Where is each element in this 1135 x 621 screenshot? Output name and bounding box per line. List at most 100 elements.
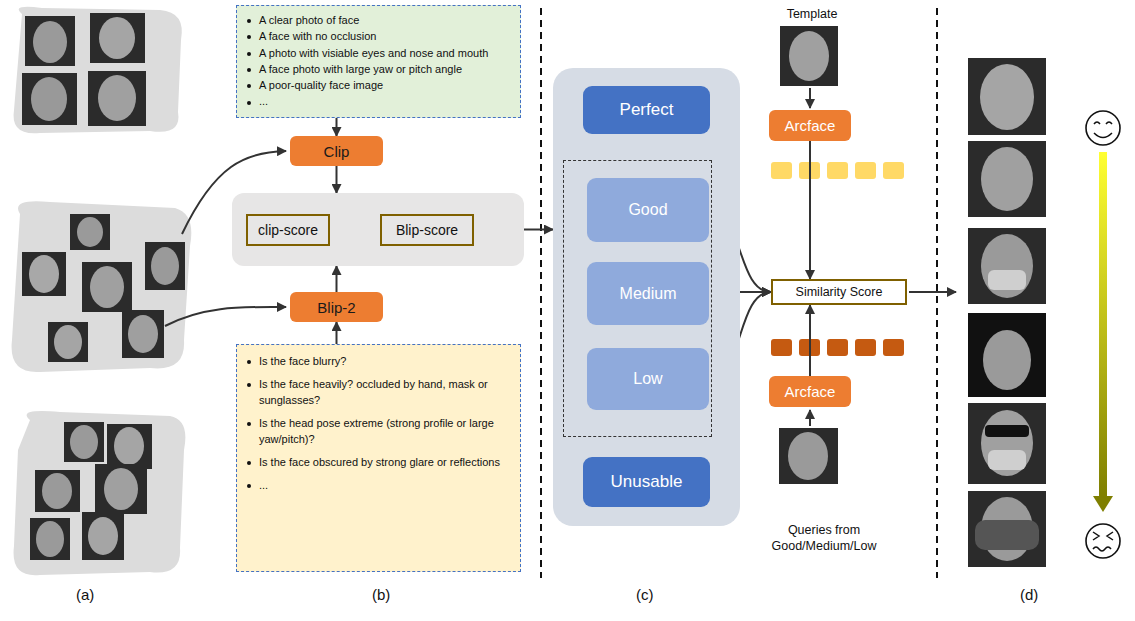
face-photo: [70, 425, 98, 459]
list-item-text: Is the head pose extreme (strong profile…: [259, 416, 512, 447]
flow-arrow: [336, 118, 338, 136]
list-item: A clear photo of face: [245, 13, 512, 27]
model-box: Blip-2: [290, 292, 383, 322]
face-photo: [36, 521, 64, 557]
face-photo: [77, 217, 103, 247]
bullet-dot: [247, 35, 251, 39]
photo-cluster: [14, 411, 186, 575]
list-item-text: A face with no occlusion: [259, 29, 512, 43]
list-item-text: A face photo with large yaw or pitch ang…: [259, 62, 512, 76]
ranked-photo: [968, 491, 1046, 567]
template-photo: [789, 31, 829, 81]
model-box: Arcface: [769, 376, 851, 407]
tier-box: Perfect: [583, 86, 710, 134]
ranked-photo: [983, 330, 1031, 390]
face-photo: [98, 75, 136, 121]
box-label: Arcface: [785, 383, 836, 400]
box-label: Perfect: [620, 100, 674, 120]
tier-group: GoodMediumLow: [563, 160, 712, 437]
ranked-photo: [981, 234, 1033, 298]
face-photo: [145, 242, 185, 290]
ranked-photo: [968, 403, 1046, 484]
feature-cell: [883, 339, 904, 356]
sad-face: [1086, 524, 1120, 558]
box-label: Medium: [620, 285, 677, 303]
face-photo: [35, 470, 80, 512]
face-photo: [70, 214, 110, 250]
mask: [988, 450, 1026, 470]
face-photo: [64, 422, 104, 462]
ranked-photo: [968, 313, 1046, 397]
box-label: Clip: [324, 143, 350, 160]
gradient-arrow: [1099, 152, 1107, 497]
list-item: Is the face heavily? occluded by hand, m…: [245, 377, 512, 408]
list-item: ...: [245, 94, 512, 108]
face-photo: [22, 73, 77, 125]
face-photo: [82, 512, 124, 560]
tier-box: Low: [587, 348, 709, 410]
flow-arrow: [809, 410, 811, 426]
bullet-dot: [247, 19, 251, 23]
flow-arrow: [524, 229, 553, 231]
list-item-text: ...: [259, 478, 512, 493]
flow-arrow: [809, 305, 811, 376]
happy-face: [1094, 122, 1112, 138]
box-label: Similarity Score: [796, 285, 883, 299]
model-box: Clip: [290, 136, 383, 166]
box-label: clip-score: [258, 222, 318, 238]
prompt-list: A clear photo of face A face with no occl…: [236, 5, 521, 118]
ranked-photo: [981, 410, 1033, 476]
ranked-photo: [968, 58, 1046, 135]
divider-line: [540, 8, 542, 578]
face-photo: [22, 252, 66, 296]
bullet-dot: [247, 383, 251, 387]
face-photo: [30, 518, 70, 560]
tier-box: Unusable: [583, 457, 710, 507]
face-photo: [82, 262, 132, 312]
face-photo: [99, 17, 135, 59]
sunglasses: [985, 425, 1029, 437]
list-item-text: ...: [259, 94, 512, 108]
happy-face: [1086, 111, 1120, 145]
list-item-text: Is the face blurry?: [259, 354, 512, 369]
gradient-arrow: [1093, 496, 1113, 512]
flow-arrow: [336, 266, 338, 292]
bullet-dot: [247, 84, 251, 88]
face-photo: [42, 473, 72, 509]
face-photo: [107, 424, 152, 469]
face-photo: [48, 322, 88, 362]
box-label: Blip-2: [317, 299, 355, 316]
face-photo: [88, 71, 146, 126]
sad-face: [1093, 532, 1113, 551]
list-item: Is the face blurry?: [245, 354, 512, 369]
face-photo: [88, 517, 118, 555]
score-box: Similarity Score: [771, 279, 907, 305]
photo-cluster: [12, 201, 192, 372]
bullet-dot: [247, 101, 251, 105]
face-photo: [151, 247, 179, 285]
panel-label: (c): [636, 586, 654, 603]
face-photo: [95, 464, 147, 514]
tier-panel: PerfectGoodMediumLowUnusable: [553, 68, 740, 526]
score-box: Blip-score: [380, 214, 474, 246]
list-item-text: A poor-quality face image: [259, 78, 512, 92]
score-panel: clip-score Blip-score: [232, 193, 524, 266]
face-photo: [90, 13, 145, 63]
face-photo: [31, 77, 67, 121]
list-item: ...: [245, 478, 512, 493]
panel-label: (b): [372, 586, 390, 603]
box-label: Good: [628, 201, 667, 219]
bullet-dot: [247, 422, 251, 426]
photo-cluster: [14, 7, 182, 133]
flow-arrow: [336, 322, 338, 344]
face-photo: [114, 427, 144, 465]
list-item: A face photo with large yaw or pitch ang…: [245, 62, 512, 76]
bullet-dot: [247, 52, 251, 56]
flow-arrow: [336, 166, 338, 193]
list-item: Is the head pose extreme (strong profile…: [245, 416, 512, 447]
bullet-dot: [247, 360, 251, 364]
ranked-photo: [968, 141, 1046, 217]
face-photo: [122, 310, 164, 358]
flow-arrow: [809, 88, 811, 108]
